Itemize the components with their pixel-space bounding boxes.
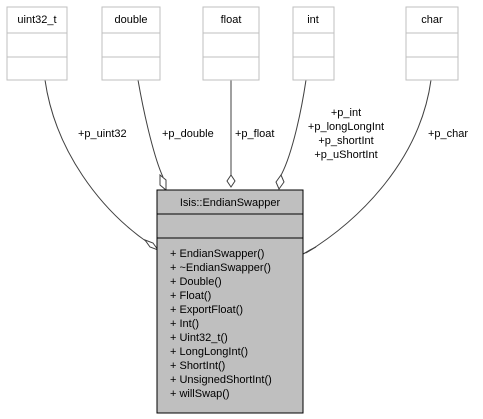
edge-label-int-4: +p_uShortInt — [314, 149, 377, 161]
type-name-uint32: uint32_t — [17, 14, 56, 26]
type-name-float: float — [221, 14, 242, 26]
edge-labels: +p_uint32 +p_double +p_float +p_int +p_l… — [78, 107, 468, 161]
edge-uint32 — [44, 79, 151, 245]
diamond-int — [275, 173, 285, 191]
type-box-uint32: uint32_t — [6, 6, 68, 81]
method-exportfloat: + ExportFloat() — [170, 304, 243, 316]
method-unsignedshortint: + UnsignedShortInt() — [170, 374, 272, 386]
diamond-double — [159, 173, 167, 192]
edge-label-int-3: +p_shortInt — [318, 135, 373, 147]
aggregation-diamonds — [143, 173, 317, 255]
type-box-int: int — [292, 6, 335, 81]
type-box-float: float — [202, 6, 260, 81]
dependency-edges — [44, 79, 432, 254]
method-willswap: + willSwap() — [170, 388, 230, 400]
edge-double — [137, 79, 164, 178]
edge-label-uint32: +p_uint32 — [78, 128, 127, 140]
edge-label-char: +p_char — [428, 128, 468, 140]
type-box-double: double — [101, 6, 161, 81]
type-name-double: double — [114, 14, 147, 26]
type-name-char: char — [421, 14, 443, 26]
method-endianswapper: + EndianSwapper() — [170, 248, 264, 260]
method-longlongint: + LongLongInt() — [170, 346, 248, 358]
edge-label-int-1: +p_int — [331, 107, 361, 119]
method-destructor: + ~EndianSwapper() — [170, 262, 271, 274]
method-uint32-t: + Uint32_t() — [170, 332, 228, 344]
method-int: + Int() — [170, 318, 199, 330]
type-name-int: int — [307, 14, 319, 26]
edge-label-float: +p_float — [235, 128, 274, 140]
diamond-uint32 — [143, 238, 160, 252]
method-double: + Double() — [170, 276, 222, 288]
diamond-float — [226, 174, 236, 188]
class-name: Isis::EndianSwapper — [180, 197, 281, 209]
diamond-char — [302, 246, 317, 255]
edge-label-double: +p_double — [162, 128, 214, 140]
edge-label-int-2: +p_longLongInt — [308, 121, 384, 133]
method-float: + Float() — [170, 290, 211, 302]
type-box-char: char — [405, 6, 459, 81]
edge-char — [305, 79, 432, 254]
edge-int — [279, 79, 307, 178]
class-box-endianswapper: Isis::EndianSwapper + EndianSwapper() + … — [156, 189, 304, 414]
method-shortint: + ShortInt() — [170, 360, 225, 372]
